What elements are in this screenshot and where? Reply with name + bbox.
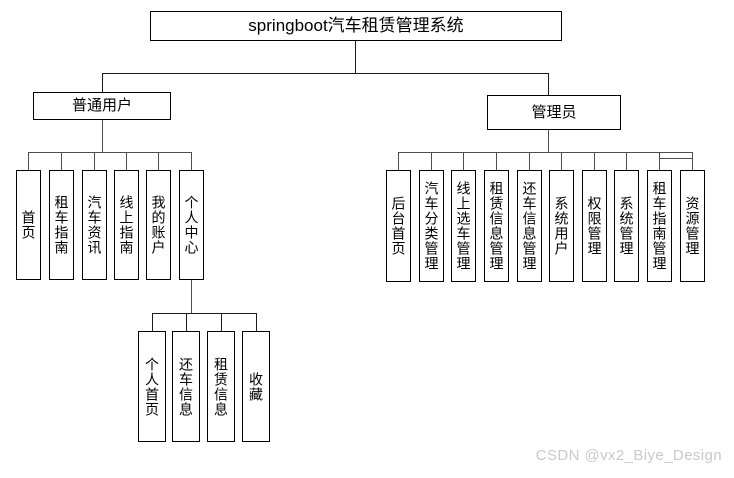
node-user-child-rental-guide[interactable]: 租车指南 <box>49 170 74 280</box>
connector-to-user <box>102 73 103 93</box>
node-personal-child-home[interactable]: 个人首页 <box>138 331 166 442</box>
connector-user-child-3 <box>126 152 127 170</box>
node-label: 租车指南 <box>53 195 70 255</box>
node-admin-child-online-select[interactable]: 线上选车管理 <box>451 170 476 282</box>
node-label: 还车信息管理 <box>521 181 538 271</box>
node-user[interactable]: 普通用户 <box>33 92 171 120</box>
connector-admin-child-4 <box>529 152 530 170</box>
node-label: 系统管理 <box>618 196 635 256</box>
connector-admin-child-3 <box>496 152 497 170</box>
connector-personal-child-3 <box>256 313 257 331</box>
node-user-child-home[interactable]: 首页 <box>16 170 41 280</box>
node-personal-child-return-info[interactable]: 还车信息 <box>172 331 200 442</box>
connector-user-child-2 <box>94 152 95 170</box>
connector-admin-child-2 <box>463 152 464 170</box>
connector-admin-stem <box>548 130 549 152</box>
node-label: 收藏 <box>248 371 264 402</box>
node-admin-child-system-user[interactable]: 系统用户 <box>549 170 574 282</box>
connector-user-child-5 <box>191 152 192 170</box>
node-label: 后台首页 <box>390 196 407 256</box>
node-admin-child-resource[interactable]: 资源管理 <box>680 170 705 282</box>
node-admin-child-permission[interactable]: 权限管理 <box>582 170 607 282</box>
node-admin-child-car-category[interactable]: 汽车分类管理 <box>419 170 444 282</box>
node-admin-child-rental-guide[interactable]: 租车指南管理 <box>647 170 672 282</box>
node-label: 系统用户 <box>553 196 570 256</box>
node-root[interactable]: springboot汽车租赁管理系统 <box>150 11 562 41</box>
connector-admin-child-0 <box>398 152 399 170</box>
node-admin-child-backend-home[interactable]: 后台首页 <box>386 170 411 282</box>
node-user-label: 普通用户 <box>71 97 132 115</box>
connector-admin-bus <box>398 152 692 153</box>
node-admin-child-system-manage[interactable]: 系统管理 <box>614 170 639 282</box>
node-label: 权限管理 <box>586 196 603 256</box>
connector-user-bus <box>28 152 191 153</box>
connector-personal-center-stem <box>191 280 192 313</box>
connector-admin-child-5 <box>561 152 562 170</box>
connector-personal-child-0 <box>152 313 153 331</box>
node-label: 个人首页 <box>144 356 160 417</box>
connector-personal-child-2 <box>221 313 222 331</box>
connector-personal-center-bus <box>152 313 256 314</box>
node-label: 资源管理 <box>684 196 701 256</box>
connector-to-admin <box>548 73 549 95</box>
connector-user-child-1 <box>61 152 62 170</box>
node-label: 线上选车管理 <box>455 181 472 271</box>
connector-level2-bus <box>102 73 549 74</box>
connector-user-stem <box>102 120 103 152</box>
node-personal-child-rental-info[interactable]: 租赁信息 <box>207 331 235 442</box>
node-admin-child-return-info[interactable]: 还车信息管理 <box>517 170 542 282</box>
node-personal-child-favorites[interactable]: 收藏 <box>242 331 270 442</box>
node-user-child-my-account[interactable]: 我的账户 <box>146 170 171 280</box>
node-user-child-car-news[interactable]: 汽车资讯 <box>82 170 107 280</box>
node-label: 租赁信息管理 <box>488 181 505 271</box>
node-admin-label: 管理员 <box>531 103 577 121</box>
connector-root-stem <box>355 41 356 73</box>
connector-admin-child-7 <box>626 152 627 170</box>
node-label: 个人中心 <box>183 195 200 255</box>
connector-admin-child-6 <box>594 152 595 170</box>
node-label: 汽车分类管理 <box>423 181 440 271</box>
node-label: 还车信息 <box>178 356 194 417</box>
connector-admin-child-8 <box>659 152 660 170</box>
node-admin-child-rental-info[interactable]: 租赁信息管理 <box>484 170 509 282</box>
connector-personal-child-1 <box>186 313 187 331</box>
node-user-child-online-guide[interactable]: 线上指南 <box>114 170 139 280</box>
node-admin[interactable]: 管理员 <box>487 95 621 130</box>
node-root-label: springboot汽车租赁管理系统 <box>248 16 464 36</box>
node-label: 线上指南 <box>118 195 135 255</box>
connector-admin-child-9 <box>692 152 693 170</box>
connector-admin-child-1 <box>431 152 432 170</box>
connector-user-child-0 <box>28 152 29 170</box>
connector-admin-bus-tail <box>659 158 692 159</box>
node-label: 租赁信息 <box>213 356 229 417</box>
node-label: 租车指南管理 <box>651 181 668 271</box>
node-label: 首页 <box>20 210 37 240</box>
connector-user-child-4 <box>158 152 159 170</box>
node-label: 我的账户 <box>150 195 167 255</box>
node-user-child-personal-center[interactable]: 个人中心 <box>179 170 204 280</box>
watermark: CSDN @vx2_Biye_Design <box>535 447 722 464</box>
node-label: 汽车资讯 <box>86 195 103 255</box>
